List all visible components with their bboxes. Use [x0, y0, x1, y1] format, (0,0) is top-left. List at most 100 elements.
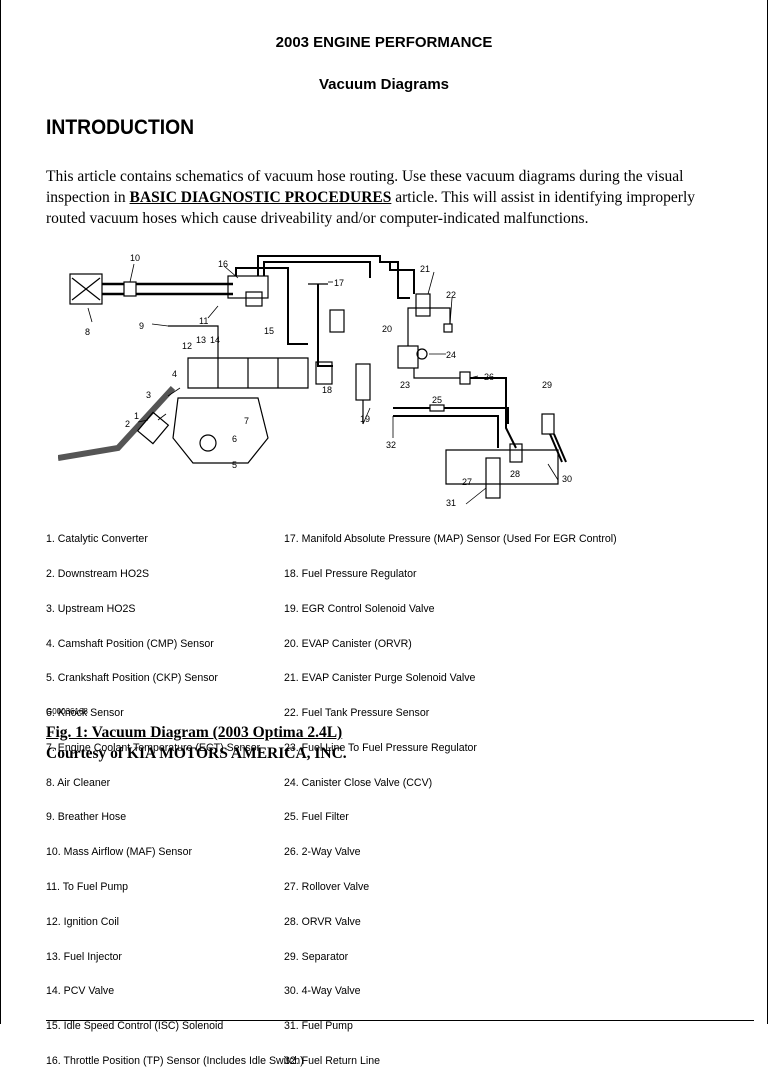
map-sensor-shape — [329, 309, 345, 333]
ccv-valve-shape — [416, 348, 428, 360]
legend-item: 19. EGR Control Solenoid Valve — [284, 602, 435, 615]
legend-left-column: 1. Catalytic Converter 2. Downstream HO2… — [46, 511, 304, 1079]
egr-solenoid-shape — [355, 363, 371, 401]
legend-item: 29. Separator — [284, 950, 349, 963]
air-cleaner-shape — [69, 273, 103, 305]
vacuum-diagram: 10 8 9 16 11 15 17 21 22 20 24 26 23 25 … — [58, 253, 572, 508]
legend-item: 26. 2-Way Valve — [284, 846, 361, 859]
callout-15: 15 — [264, 326, 274, 336]
legend-right-column: 17. Manifold Absolute Pressure (MAP) Sen… — [284, 511, 617, 1079]
legend-item: 1. Catalytic Converter — [46, 533, 148, 546]
exhaust-pipe — [58, 385, 176, 461]
callout-32: 32 — [386, 440, 396, 450]
legend-item: 28. ORVR Valve — [284, 915, 361, 928]
callout-20: 20 — [382, 324, 392, 334]
tank-pressure-sensor-shape — [443, 323, 453, 333]
legend-item: 21. EVAP Canister Purge Solenoid Valve — [284, 672, 476, 685]
vacuum-hose — [317, 284, 333, 367]
legend-item: 2. Downstream HO2S — [46, 567, 150, 580]
callout-2: 2 — [125, 419, 130, 429]
legend-item: 14. PCV Valve — [46, 985, 115, 998]
vapor-line — [407, 307, 451, 346]
legend-item: 4. Camshaft Position (CMP) Sensor — [46, 637, 214, 650]
legend-item: 16. Throttle Position (TP) Sensor (Inclu… — [46, 1054, 304, 1067]
two-way-valve-shape — [459, 371, 471, 385]
callout-17: 17 — [334, 278, 344, 288]
legend-item: 5. Crankshaft Position (CKP) Sensor — [46, 672, 218, 685]
callout-26: 26 — [484, 372, 494, 382]
legend-item: 25. Fuel Filter — [284, 811, 349, 824]
callout-27: 27 — [462, 477, 472, 487]
legend-item: 22. Fuel Tank Pressure Sensor — [284, 707, 430, 720]
intro-text-after-link: article. This will assist in identifying… — [46, 189, 696, 227]
fuel-filter-shape — [429, 404, 445, 412]
legend-item: 30. 4-Way Valve — [284, 985, 361, 998]
callout-13: 13 — [196, 335, 206, 345]
legend-item: 17. Manifold Absolute Pressure (MAP) Sen… — [284, 533, 617, 546]
legend-item: 27. Rollover Valve — [284, 881, 370, 893]
callout-7: 7 — [244, 416, 249, 426]
callout-30: 30 — [562, 474, 572, 484]
callout-16: 16 — [218, 259, 228, 269]
page-border-left — [0, 0, 1, 1024]
legend-item: 8. Air Cleaner — [46, 776, 111, 789]
legend-item: 6. Knock Sensor — [46, 707, 124, 720]
callout-18: 18 — [322, 385, 332, 395]
document-subtitle: Vacuum Diagrams — [318, 76, 450, 93]
legend-item: 31. Fuel Pump — [284, 1020, 353, 1033]
legend-item: 12. Ignition Coil — [46, 915, 120, 928]
callout-3: 3 — [146, 390, 151, 400]
figure-code: G00036168 — [46, 707, 88, 716]
callout-10: 10 — [130, 253, 140, 263]
callout-19: 19 — [360, 414, 370, 424]
crank-pulley-shape — [199, 434, 217, 452]
fuel-return-line — [393, 415, 499, 448]
section-heading: INTRODUCTION — [46, 116, 195, 139]
callout-14: 14 — [210, 335, 220, 345]
breather-hose — [168, 325, 219, 358]
filler-neck — [549, 433, 567, 463]
fuel-pump-shape — [485, 457, 501, 499]
document-title: 2003 ENGINE PERFORMANCE — [275, 34, 493, 51]
intro-text-before-link: This article contains schematics of vacu… — [46, 168, 684, 206]
figure-caption: Fig. 1: Vacuum Diagram (2003 Optima 2.4L… — [46, 724, 343, 741]
catalytic-converter-shape — [136, 411, 170, 445]
legend-item: 18. Fuel Pressure Regulator — [284, 567, 417, 580]
callout-24: 24 — [446, 350, 456, 360]
legend-item: 32. Fuel Return Line — [284, 1054, 380, 1067]
callout-31: 31 — [446, 498, 456, 508]
legend-item: 10. Mass Airflow (MAF) Sensor — [46, 846, 192, 859]
legend-item: 11. To Fuel Pump — [46, 881, 129, 893]
evap-purge-line — [380, 261, 415, 294]
callout-12: 12 — [182, 341, 192, 351]
callout-9: 9 — [139, 321, 144, 331]
isc-solenoid-shape — [245, 291, 263, 307]
evap-canister-shape — [397, 345, 419, 369]
callout-22: 22 — [446, 290, 456, 300]
legend-item: 20. EVAP Canister (ORVR) — [284, 637, 412, 650]
callout-25: 25 — [432, 395, 442, 405]
intake-manifold — [187, 357, 309, 389]
callout-5: 5 — [232, 460, 237, 470]
callout-6: 6 — [232, 434, 237, 444]
engine-block-shape — [172, 397, 269, 464]
vacuum-hose — [263, 261, 371, 278]
basic-diagnostic-procedures-link[interactable]: BASIC DIAGNOSTIC PROCEDURES — [129, 189, 392, 206]
intro-paragraph: This article contains schematics of vacu… — [46, 166, 736, 229]
legend-item: 15. Idle Speed Control (ISC) Solenoid — [46, 1020, 224, 1033]
fuel-tank-shape — [445, 449, 559, 485]
callout-11: 11 — [199, 316, 208, 326]
callout-29: 29 — [542, 380, 552, 390]
callout-23: 23 — [400, 380, 410, 390]
callout-4: 4 — [172, 369, 177, 379]
legend-item: 23. Fuel Line To Fuel Pressure Regulator — [284, 741, 477, 754]
throttle-body-shape — [227, 275, 269, 299]
callout-21: 21 — [420, 264, 430, 274]
callout-28: 28 — [510, 469, 520, 479]
vacuum-hose — [235, 267, 308, 345]
legend-item: 24. Canister Close Valve (CCV) — [284, 776, 433, 789]
vapor-line — [470, 377, 517, 449]
separator-shape — [541, 413, 555, 435]
air-cleaner-detail — [71, 277, 101, 301]
legend-item: 13. Fuel Injector — [46, 950, 122, 963]
